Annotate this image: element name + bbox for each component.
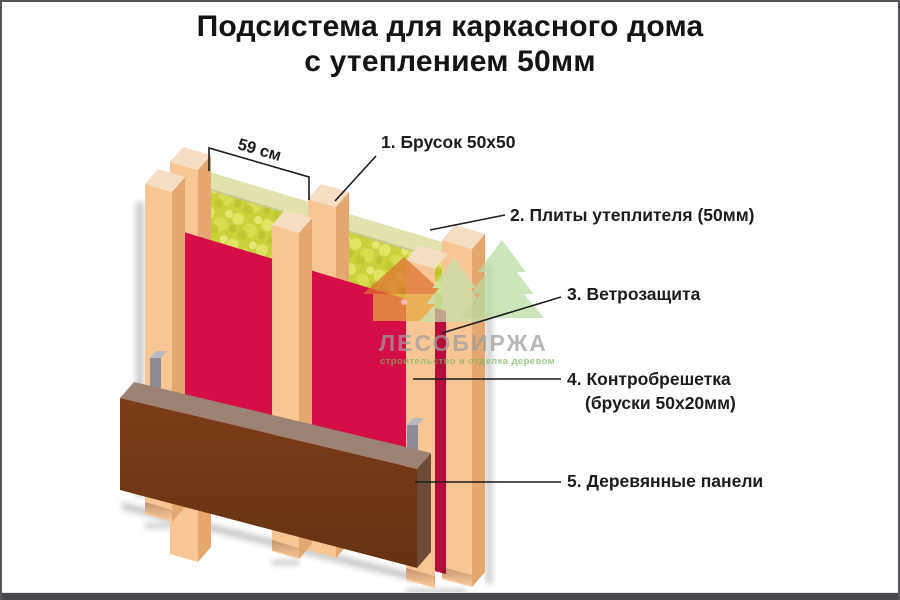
bottom-divider-line bbox=[2, 592, 898, 593]
panel-side-face bbox=[417, 453, 431, 568]
label-2-insulation: 2. Плиты утеплителя (50мм) bbox=[510, 205, 755, 225]
watermark-tree-big bbox=[460, 240, 544, 318]
clip-left-top bbox=[150, 351, 167, 358]
leader-line-3 bbox=[441, 296, 562, 334]
title-line-2: с утеплением 50мм bbox=[304, 44, 596, 78]
metal-clips bbox=[150, 351, 424, 455]
wooden-panel bbox=[120, 382, 431, 568]
watermark-house-roof bbox=[363, 257, 445, 294]
panel-shading bbox=[120, 398, 417, 568]
part-labels: 1. Брусок 50x50 2. Плиты утеплителя (50м… bbox=[381, 132, 763, 491]
dimension-bracket bbox=[208, 146, 310, 200]
dimension-text: 59 см bbox=[236, 135, 284, 165]
page-title: Подсистема для каркасного дома с утеплен… bbox=[2, 10, 898, 79]
watermark-tagline-text: строительство и отделка деревом bbox=[380, 356, 555, 367]
bottom-bar bbox=[2, 593, 898, 600]
clip-right-top bbox=[407, 418, 424, 425]
leader-line-1 bbox=[334, 155, 377, 202]
watermark-brand-text: ЛЕСОБИРЖА bbox=[379, 330, 548, 356]
leader-line-2 bbox=[429, 214, 506, 231]
watermark-house-window bbox=[401, 299, 407, 305]
label-1-brusok: 1. Брусок 50x50 bbox=[381, 132, 516, 152]
label-4-counterbatten-line2: (бруски 50x20мм) bbox=[585, 393, 736, 413]
panel-top-face bbox=[120, 382, 431, 469]
clip-left bbox=[150, 358, 161, 388]
title-line-1: Подсистема для каркасного дома bbox=[196, 10, 704, 43]
leader-lines bbox=[334, 155, 562, 483]
stub-shadows bbox=[145, 502, 472, 586]
watermark-logo: ЛЕСОБИРЖА строительство и отделка дерево… bbox=[363, 240, 555, 367]
clip-right bbox=[407, 425, 418, 455]
membrane-wrap-edge bbox=[435, 308, 446, 574]
label-3-windproof: 3. Ветрозащита bbox=[567, 284, 701, 304]
label-5-panels: 5. Деревянные панели bbox=[567, 471, 763, 491]
label-4-counterbatten-line1: 4. Контробрешетка bbox=[567, 369, 731, 389]
